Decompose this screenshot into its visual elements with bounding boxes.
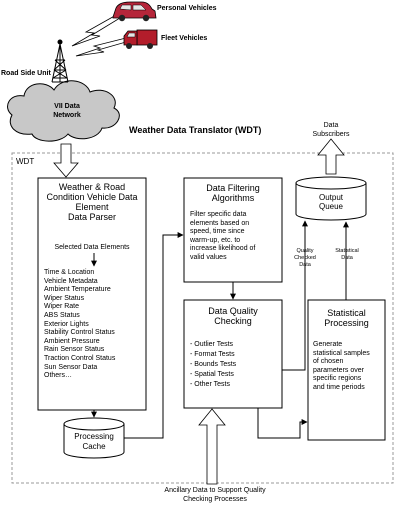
vii-network-line2: Network [53,112,81,119]
filtering-body-line: increase likelihood of [190,245,256,253]
data-subscribers-line2: Subscribers [312,131,350,138]
data-subscribers-label: Data Subscribers [311,121,351,139]
output-queue-line2: Queue [318,202,344,211]
statistical-body-line: statistical samples [313,349,370,357]
filtering-title-line: Algorithms [211,193,255,203]
statistical-body-line: Generate [313,341,343,348]
processing-cache-line2: Cache [82,442,106,451]
output-queue-cylinder [295,176,367,221]
quality-title: Data Quality Checking [186,306,280,326]
quality-checked-data-label: Quality Checked Data [288,248,322,269]
cache-to-filtering-connector [124,232,184,439]
parser-title: Weather & Road Condition Vehicle Data El… [40,182,144,222]
page-title: Weather Data Translator (WDT) [129,125,262,135]
parser-title-line: Element [75,202,109,212]
queue-to-subscribers-arrow [317,138,345,175]
wireless-signal-icon [71,13,127,57]
quality-to-statistical-connector [257,408,308,439]
filtering-body-line: valid values [190,253,227,261]
statistical-body-line: of chosen [313,358,344,366]
quality-checked-line: Quality [296,248,314,254]
list-item: Stability Control Status [44,329,115,337]
list-item: - Format Tests [190,351,235,358]
statistical-body-line: parameters over [313,366,364,374]
parser-title-line: Weather & Road [58,182,126,192]
filtering-title: Data Filtering Algorithms [186,183,280,203]
quality-title-line: Checking [214,316,252,326]
quality-checked-line: Data [299,262,311,268]
list-item: Time & Location [44,269,95,276]
list-item: - Bounds Tests [190,361,237,368]
list-item: Wiper Rate [44,303,80,311]
filtering-body-line: speed, time since [190,228,245,236]
personal-vehicles-label: Personal Vehicles [157,5,217,12]
statistical-body-line: specific regions [313,375,362,383]
filtering-description: Filter specific data elements based on s… [190,211,280,263]
quality-to-queue-connector [282,220,308,371]
filtering-body-line: Filter specific data [190,211,247,218]
statistical-data-label: Statistical Data [329,248,365,262]
list-item: Wiper Status [44,294,85,302]
list-item: ABS Status [44,311,80,319]
output-queue-line1: Output [318,193,343,202]
wdt-boundary [11,152,394,484]
vii-network-line1: VII Data [54,103,80,110]
list-item: Exterior Lights [44,320,89,328]
road-side-unit-label: Road Side Unit [1,70,51,77]
network-to-parser-arrow [53,143,79,178]
processing-cache-line1: Processing [74,432,114,441]
filtering-body-line: elements based on [190,219,250,227]
statistical-body-line: and time periods [313,383,365,391]
list-item: Rain Sensor Status [44,346,105,354]
ancillary-line2: Checking Processes [183,496,247,503]
personal-vehicle-icon [112,1,157,22]
processing-cache-label: Processing Cache [64,432,124,452]
ancillary-to-quality-arrow [198,408,226,485]
selected-elements-label: Selected Data Elements [54,244,130,251]
list-item: Others… [44,372,73,380]
output-queue-label: Output Queue [296,193,366,211]
parser-title-line: Data Parser [67,212,117,222]
data-subscribers-line1: Data [323,122,339,129]
ancillary-data-label: Ancillary Data to Support Quality Checki… [140,486,290,504]
list-item: Traction Control Status [44,354,116,362]
filtering-body-line: warm-up, etc. to [190,236,241,244]
quality-tests-list: - Outlier Tests - Format Tests - Bounds … [190,340,278,390]
data-quality-box [183,299,283,409]
list-item: - Outlier Tests [190,341,234,348]
list-item: Ambient Pressure [44,337,100,345]
road-side-unit-antenna-icon [51,39,69,83]
filtering-title-line: Data Filtering [206,183,260,193]
quality-checked-line: Checked [294,255,316,261]
list-item: Sun Sensor Data [44,363,98,371]
statistical-data-line: Statistical [335,248,359,254]
statistical-processing-box [307,299,386,441]
vii-network-label: VII Data Network [42,102,92,120]
list-item: - Other Tests [190,381,230,388]
processing-cache-cylinder [63,417,125,459]
statistical-title: Statistical Processing [310,308,383,328]
statistical-title-line: Statistical [327,308,366,318]
ancillary-line1: Ancillary Data to Support Quality [164,487,266,494]
parser-title-line: Condition Vehicle Data [46,192,138,202]
list-item: Vehicle Metadata [44,277,98,285]
vii-network-cloud [7,80,120,142]
quality-title-line: Data Quality [208,306,258,316]
statistical-title-line: Processing [324,318,369,328]
parser-element-list: Time & Location Vehicle Metadata Ambient… [44,269,144,381]
wdt-boundary-label: WDT [16,157,35,166]
fleet-vehicles-label: Fleet Vehicles [161,35,208,42]
data-filtering-box [183,177,283,283]
fleet-vehicle-icon [123,29,158,49]
list-item: Ambient Temperature [44,286,111,294]
statistical-description: Generate statistical samples of chosen p… [313,341,383,393]
statistical-data-line: Data [341,255,353,261]
list-item: - Spatial Tests [190,371,234,378]
data-parser-box [37,177,147,411]
